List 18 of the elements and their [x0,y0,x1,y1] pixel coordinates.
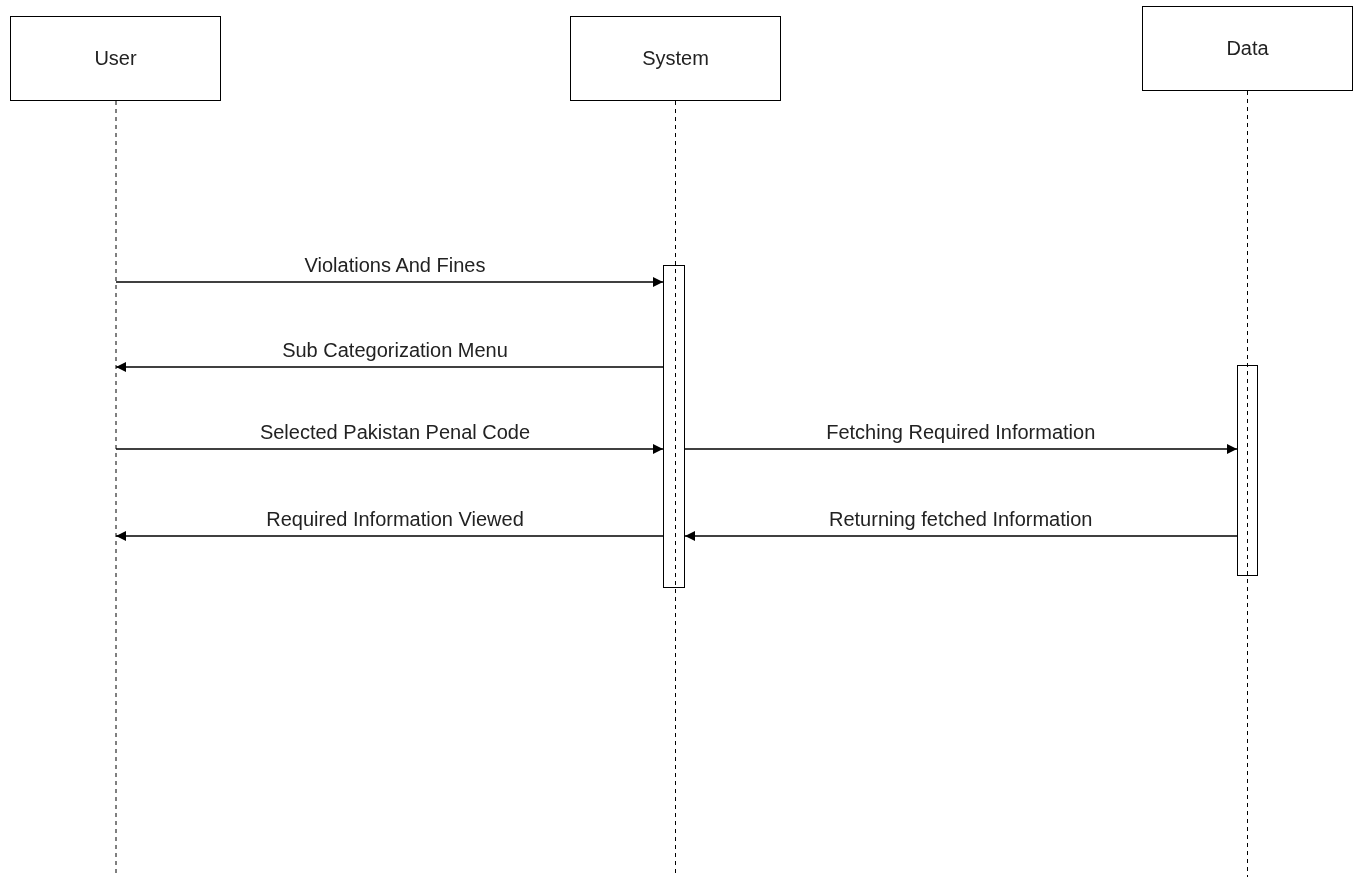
participant-name: Data [1226,37,1269,60]
message-arrow [115,531,664,541]
message-label: Fetching Required Information [824,421,1098,443]
message-arrow [684,444,1238,454]
message-label: Returning fetched Information [827,508,1095,530]
activation-bar [1237,365,1258,576]
activation-bar [663,265,685,588]
participant-box [10,16,221,101]
participant-box [570,16,781,101]
message-label: Sub Categorization Menu [280,339,510,361]
participant-name: System [642,47,709,70]
message-label: Required Information Viewed [264,508,526,530]
message-arrow [115,362,664,372]
participant-box [1142,6,1353,91]
message-arrow [115,444,664,454]
message-arrow [115,277,664,287]
message-arrow [684,531,1238,541]
participant-name: User [94,47,137,70]
